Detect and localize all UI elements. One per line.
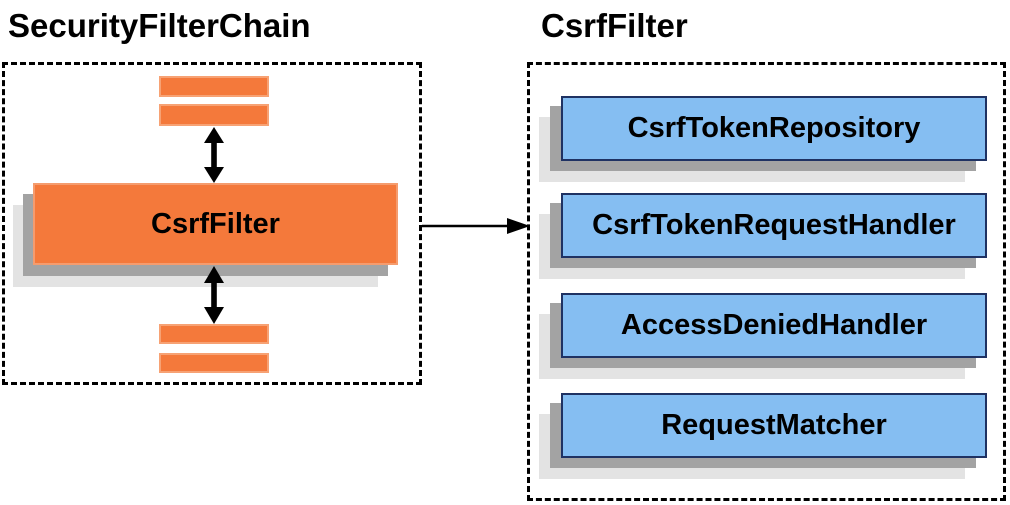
security-filter-chain-panel: CsrfFilter: [2, 62, 422, 385]
component-label: CsrfTokenRequestHandler: [592, 209, 956, 241]
component-label: AccessDeniedHandler: [620, 309, 928, 341]
filter-placeholder-bar: [159, 353, 269, 373]
filter-placeholder-bar: [159, 76, 269, 97]
component-box-request-matcher: RequestMatcher: [561, 393, 987, 458]
csrf-filter-panel: CsrfTokenRepository CsrfTokenRequestHand…: [527, 62, 1006, 501]
filter-placeholder-bar: [159, 104, 269, 126]
csrf-filter-title: CsrfFilter: [541, 7, 688, 44]
csrf-filter-box: CsrfFilter: [33, 183, 398, 265]
flow-arrow-icon: [422, 218, 530, 234]
security-filter-chain-title: SecurityFilterChain: [8, 7, 311, 44]
component-box-access-denied-handler: AccessDeniedHandler: [561, 293, 987, 358]
component-label: CsrfTokenRepository: [627, 112, 921, 144]
bidirectional-arrow-icon: [204, 127, 224, 183]
component-box-csrf-token-request-handler: CsrfTokenRequestHandler: [561, 193, 987, 258]
filter-placeholder-bar: [159, 324, 269, 344]
csrf-filter-box-label: CsrfFilter: [151, 207, 280, 240]
component-label: RequestMatcher: [661, 409, 887, 441]
component-box-csrf-token-repository: CsrfTokenRepository: [561, 96, 987, 161]
bidirectional-arrow-icon: [204, 266, 224, 324]
